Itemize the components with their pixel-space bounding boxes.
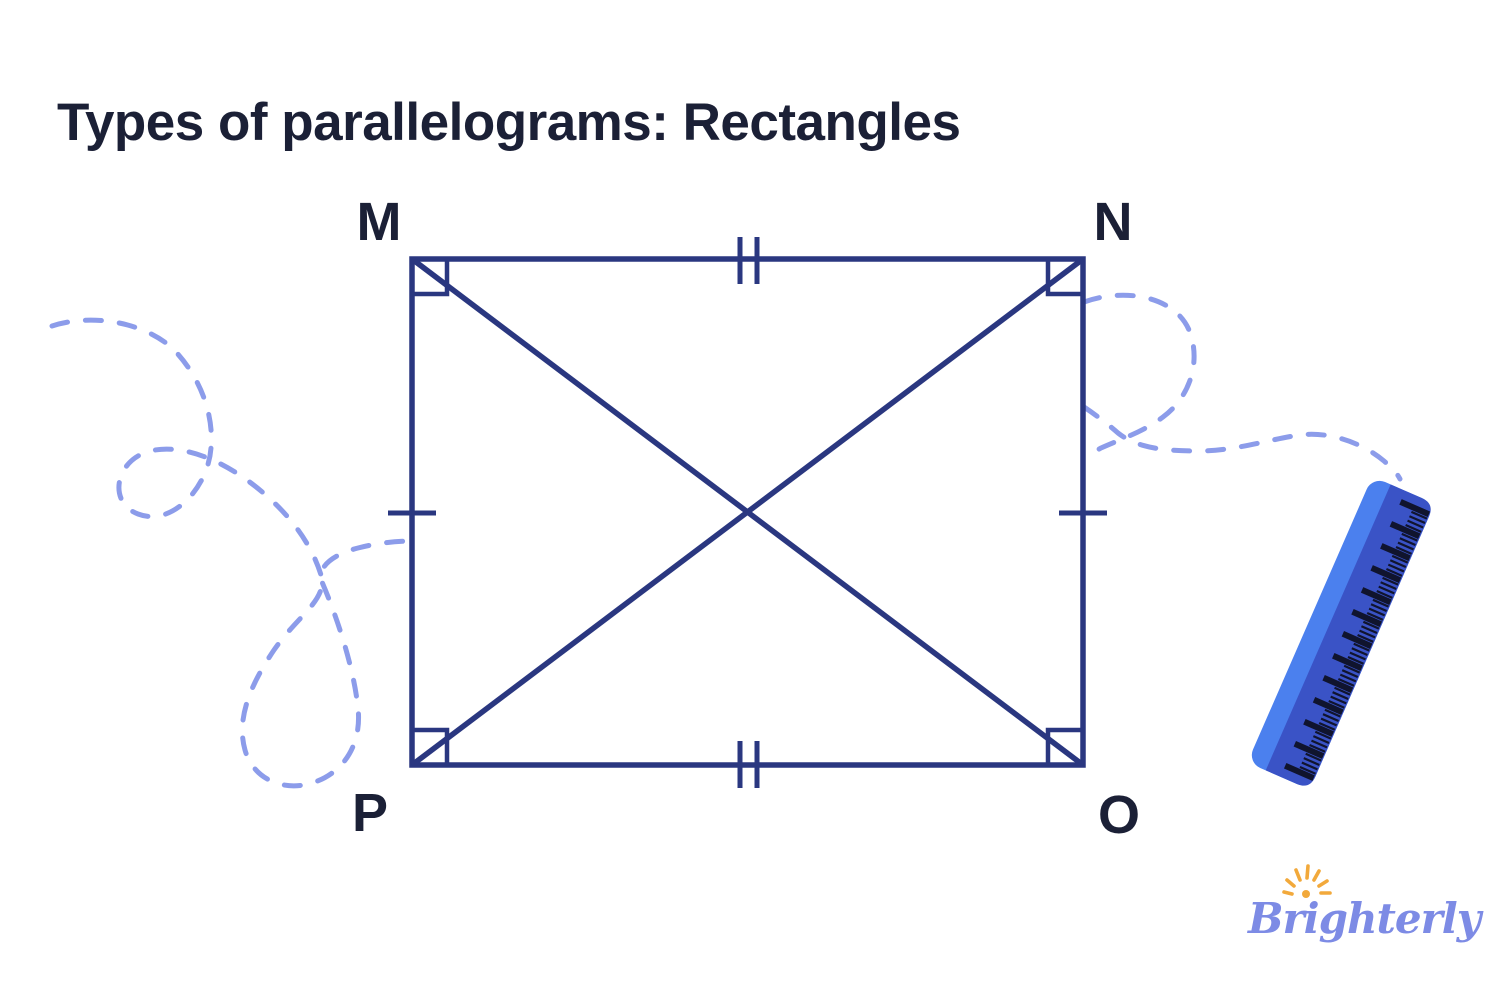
- ruler-icon: [1251, 480, 1431, 786]
- vertex-label-p: P: [352, 783, 388, 843]
- page-title: Types of parallelograms: Rectangles: [57, 93, 961, 152]
- doodle-tail-to-ruler: [1081, 404, 1403, 482]
- sun-icon: [1282, 864, 1332, 898]
- doodle-curve-left: [49, 317, 416, 789]
- vertex-label-m: M: [357, 192, 402, 252]
- right-angle-mark-o: [1045, 727, 1083, 765]
- right-angle-mark-n: [1045, 259, 1083, 297]
- diagonal-np: [410, 256, 1085, 768]
- ruler-ticks: [1283, 499, 1431, 781]
- doodle-loop-right: [1081, 292, 1197, 461]
- brighterly-logo: Brighterly: [1248, 864, 1481, 968]
- logo-text: Brighterly: [1248, 894, 1481, 943]
- right-angle-mark-p: [412, 727, 450, 765]
- vertex-label-n: N: [1094, 192, 1133, 252]
- right-angle-mark-m: [412, 259, 450, 297]
- vertex-label-o: O: [1098, 785, 1140, 845]
